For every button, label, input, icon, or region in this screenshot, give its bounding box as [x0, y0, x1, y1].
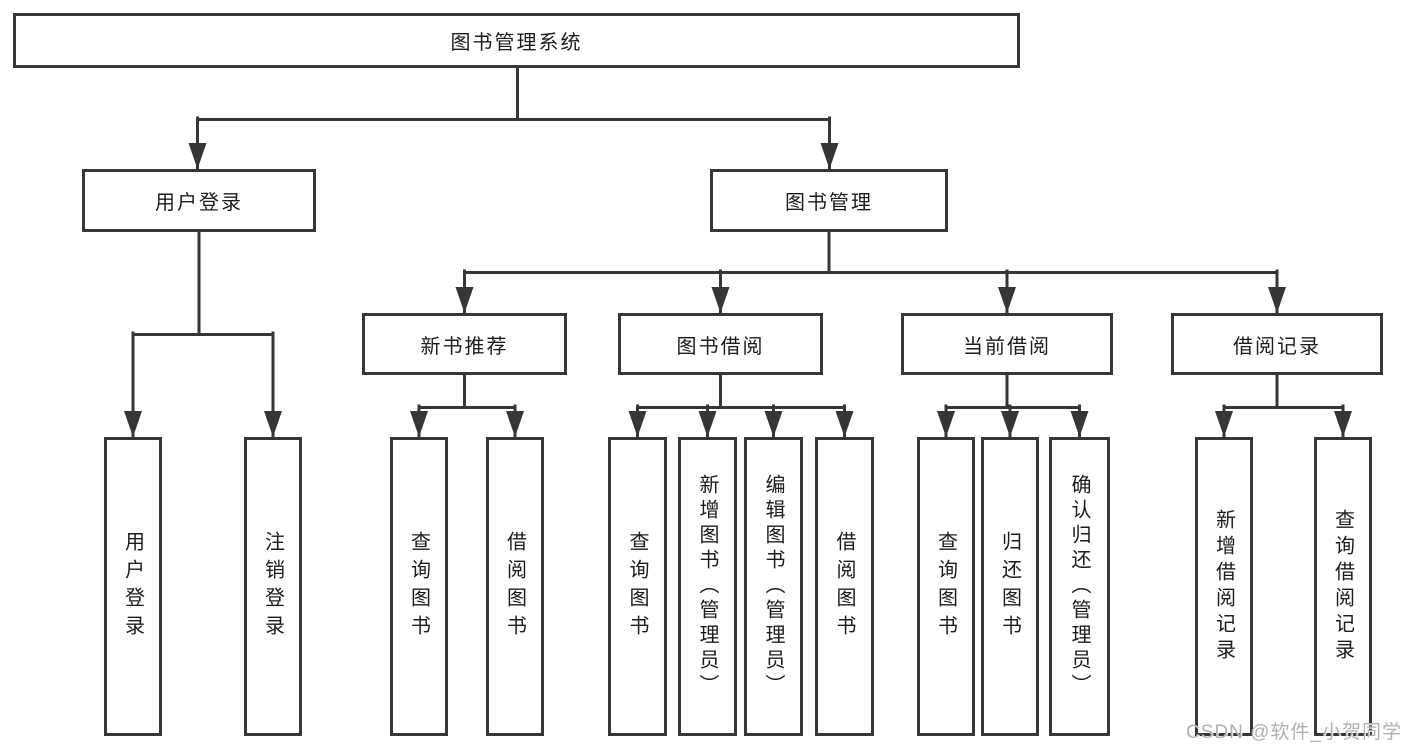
leaf-current-return-books: 归还图书 — [981, 437, 1039, 736]
node-current-borrow: 当前借阅 — [901, 313, 1113, 375]
csdn-watermark: CSDN @软件_小贺同学 — [1186, 722, 1402, 743]
leaf-borrow-edit-books-admin: 编辑图书（管理员） — [744, 437, 803, 736]
leaf-records-query-record: 查询借阅记录 — [1314, 437, 1372, 736]
node-user-login: 用户登录 — [82, 169, 316, 232]
leaf-borrow-query-books: 查询图书 — [608, 437, 667, 736]
node-book-management: 图书管理 — [710, 169, 948, 232]
leaf-borrow-add-books-admin: 新增图书（管理员） — [678, 437, 737, 736]
connector-spines — [131, 66, 1345, 409]
leaf-user-login: 用户登录 — [104, 437, 162, 736]
node-library-management-system: 图书管理系统 — [13, 13, 1020, 68]
leaf-records-add-record: 新增借阅记录 — [1195, 437, 1253, 736]
node-new-book-recommend: 新书推荐 — [362, 313, 567, 375]
leaf-logout: 注销登录 — [244, 437, 302, 736]
leaf-current-confirm-return-admin: 确认归还（管理员） — [1049, 437, 1110, 736]
leaf-recommend-borrow-books: 借阅图书 — [486, 437, 544, 736]
node-book-borrow: 图书借阅 — [618, 313, 823, 375]
leaf-recommend-query-books: 查询图书 — [390, 437, 448, 736]
leaf-current-query-books: 查询图书 — [917, 437, 975, 736]
leaf-borrow-lend-books: 借阅图书 — [815, 437, 874, 736]
node-borrow-records: 借阅记录 — [1171, 313, 1383, 375]
